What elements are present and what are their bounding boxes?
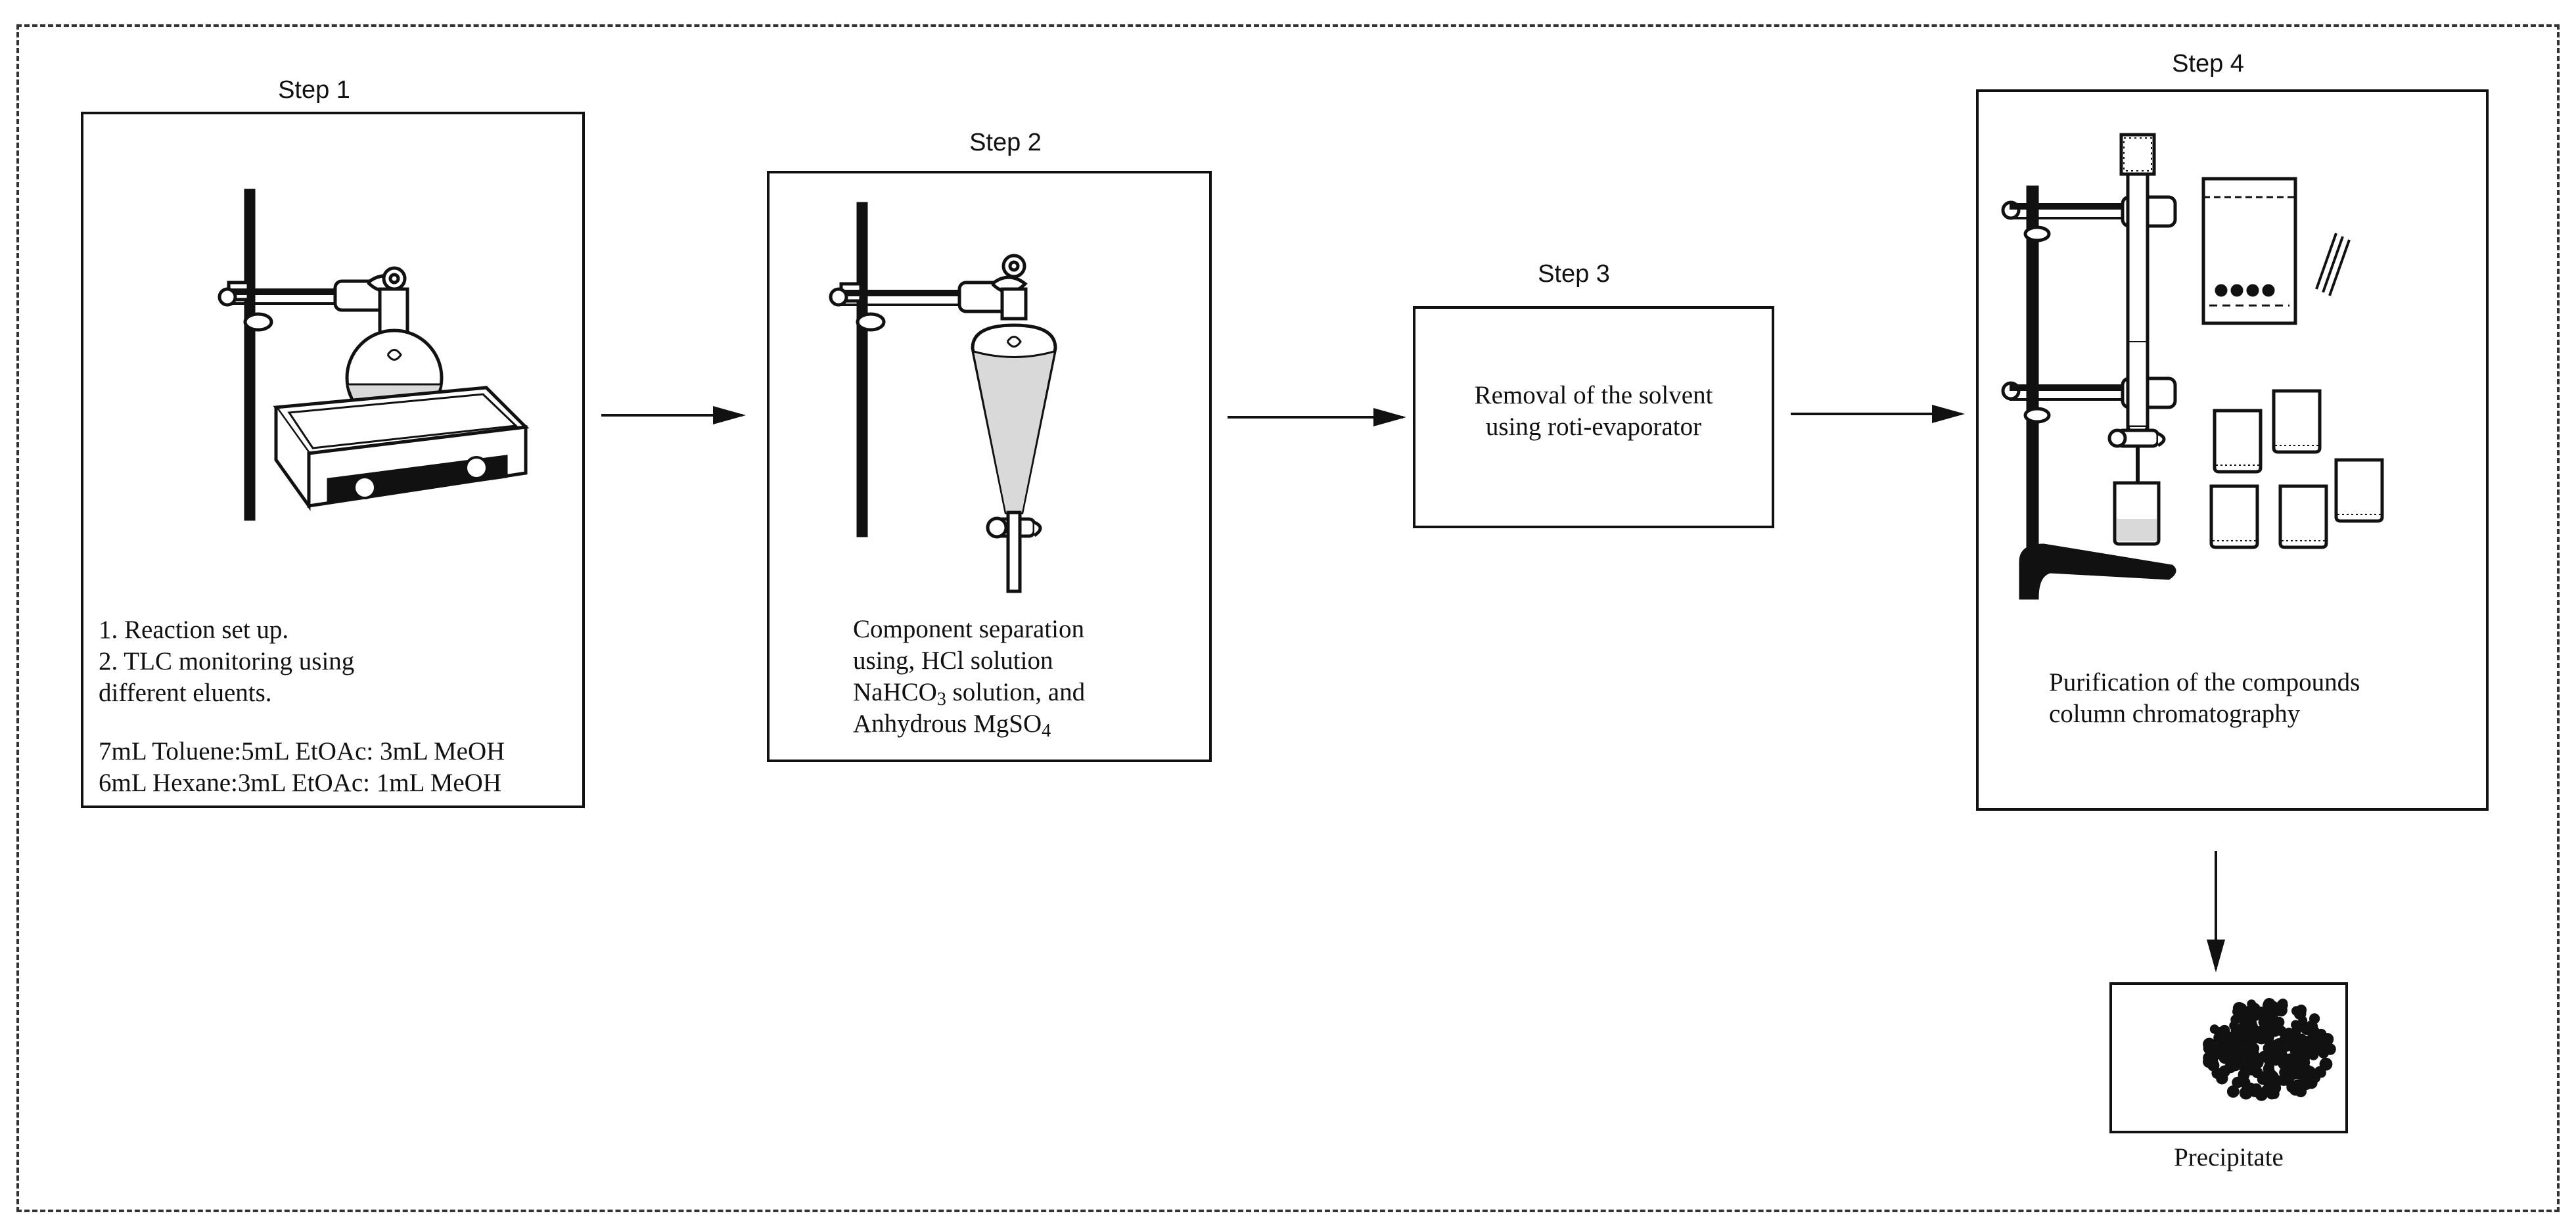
step3-line-2: using roti-evaporator [1485, 413, 1702, 441]
step2-box [767, 171, 1212, 762]
precipitate-label: Precipitate [2174, 1143, 2284, 1171]
arrowhead-1 [713, 406, 746, 424]
step2-line-4: Anhydrous MgSO4 [853, 710, 1051, 742]
precipitate-particles [2203, 998, 2336, 1101]
precipitate-particle [2226, 1085, 2240, 1098]
arrowhead-4 [2207, 940, 2225, 972]
step4-line-2: column chromatography [2049, 700, 2301, 728]
step4-text: Purification of the compounds column chr… [2049, 667, 2360, 730]
precipitate-particle [2216, 1070, 2228, 1081]
step4-line-1: Purification of the compounds [2049, 668, 2360, 696]
precipitate-particle [2291, 1025, 2302, 1036]
step4-label: Step 4 [2172, 50, 2244, 78]
precipitate-particle [2310, 1072, 2321, 1083]
step1-label: Step 1 [278, 76, 350, 104]
step2-text: Component separation using, HCl solution… [853, 614, 1085, 740]
precipitate-particle [2321, 1034, 2332, 1045]
step3-text: Removal of the solvent using roti-evapor… [1413, 380, 1774, 443]
precipitate-particle [2211, 1049, 2221, 1060]
step2-line-3: NaHCO3 solution, and [853, 678, 1086, 710]
step3-label: Step 3 [1538, 260, 1610, 288]
precipitate-particle [2303, 1044, 2314, 1056]
step2-label: Step 2 [969, 129, 1042, 156]
precipitate-particle [2267, 1001, 2280, 1013]
step1-line-3: different eluents. [99, 679, 272, 707]
precipitate-particle [2230, 1045, 2240, 1055]
precipitate-particle [2258, 1017, 2268, 1027]
precipitate-particle [2281, 1033, 2293, 1046]
precipitate-particle [2239, 1086, 2253, 1100]
step3-box [1413, 306, 1774, 528]
step1-text: 1. Reaction set up. 2. TLC monitoring us… [99, 614, 354, 709]
precipitate-particle [2284, 1064, 2296, 1077]
precipitate-particle [2291, 1047, 2302, 1057]
precipitate-particle [2270, 1056, 2281, 1066]
precipitate-particle [2237, 1074, 2247, 1085]
precipitate-particle [2319, 1047, 2329, 1058]
stand-rod [244, 189, 256, 521]
step3-line-1: Removal of the solvent [1474, 381, 1713, 409]
precipitate-particle [2263, 1063, 2274, 1074]
precipitate-particle [2238, 1015, 2249, 1026]
precipitate-particle [2269, 1082, 2282, 1094]
precipitate-particle [2240, 1026, 2251, 1037]
precipitate-particle [2300, 1078, 2312, 1091]
precipitate-particle [2247, 1044, 2258, 1055]
precipitate-particle [2261, 1085, 2272, 1095]
precipitate-particle [2300, 1057, 2311, 1068]
precipitate-particle [2236, 1058, 2249, 1071]
precipitate-particle [2213, 1032, 2225, 1043]
precipitate-particle [2217, 1049, 2230, 1061]
precipitate-particle [2255, 1032, 2268, 1045]
arrowhead-3 [1932, 405, 1965, 423]
precipitate-particle [2268, 1010, 2278, 1021]
precipitate-particle [2278, 1056, 2289, 1066]
precipitate-particle [2293, 1007, 2307, 1020]
step1-line-2: 2. TLC monitoring using [99, 647, 355, 675]
eluent-2: 6mL Hexane:3mL EtOAc: 1mL MeOH [99, 769, 502, 797]
precipitate-particle [2319, 1057, 2333, 1071]
step1-line-1: 1. Reaction set up. [99, 616, 289, 644]
eluent-1: 7mL Toluene:5mL EtOAc: 3mL MeOH [99, 737, 505, 765]
precipitate-particle [2284, 1076, 2295, 1087]
arrowhead-2 [1373, 408, 1406, 426]
precipitate-particle [2230, 1014, 2241, 1025]
step2-line-2: using, HCl solution [853, 647, 1053, 675]
precipitate-particle [2307, 1026, 2320, 1039]
precipitate-particle [2203, 1037, 2216, 1051]
precipitate-particle [2247, 1062, 2258, 1073]
step2-line-1: Component separation [853, 615, 1085, 643]
step1-eluents: 7mL Toluene:5mL EtOAc: 3mL MeOH 6mL Hexa… [99, 736, 505, 799]
precipitate-particle [2250, 1083, 2263, 1095]
diagram-frame [16, 24, 2560, 1212]
